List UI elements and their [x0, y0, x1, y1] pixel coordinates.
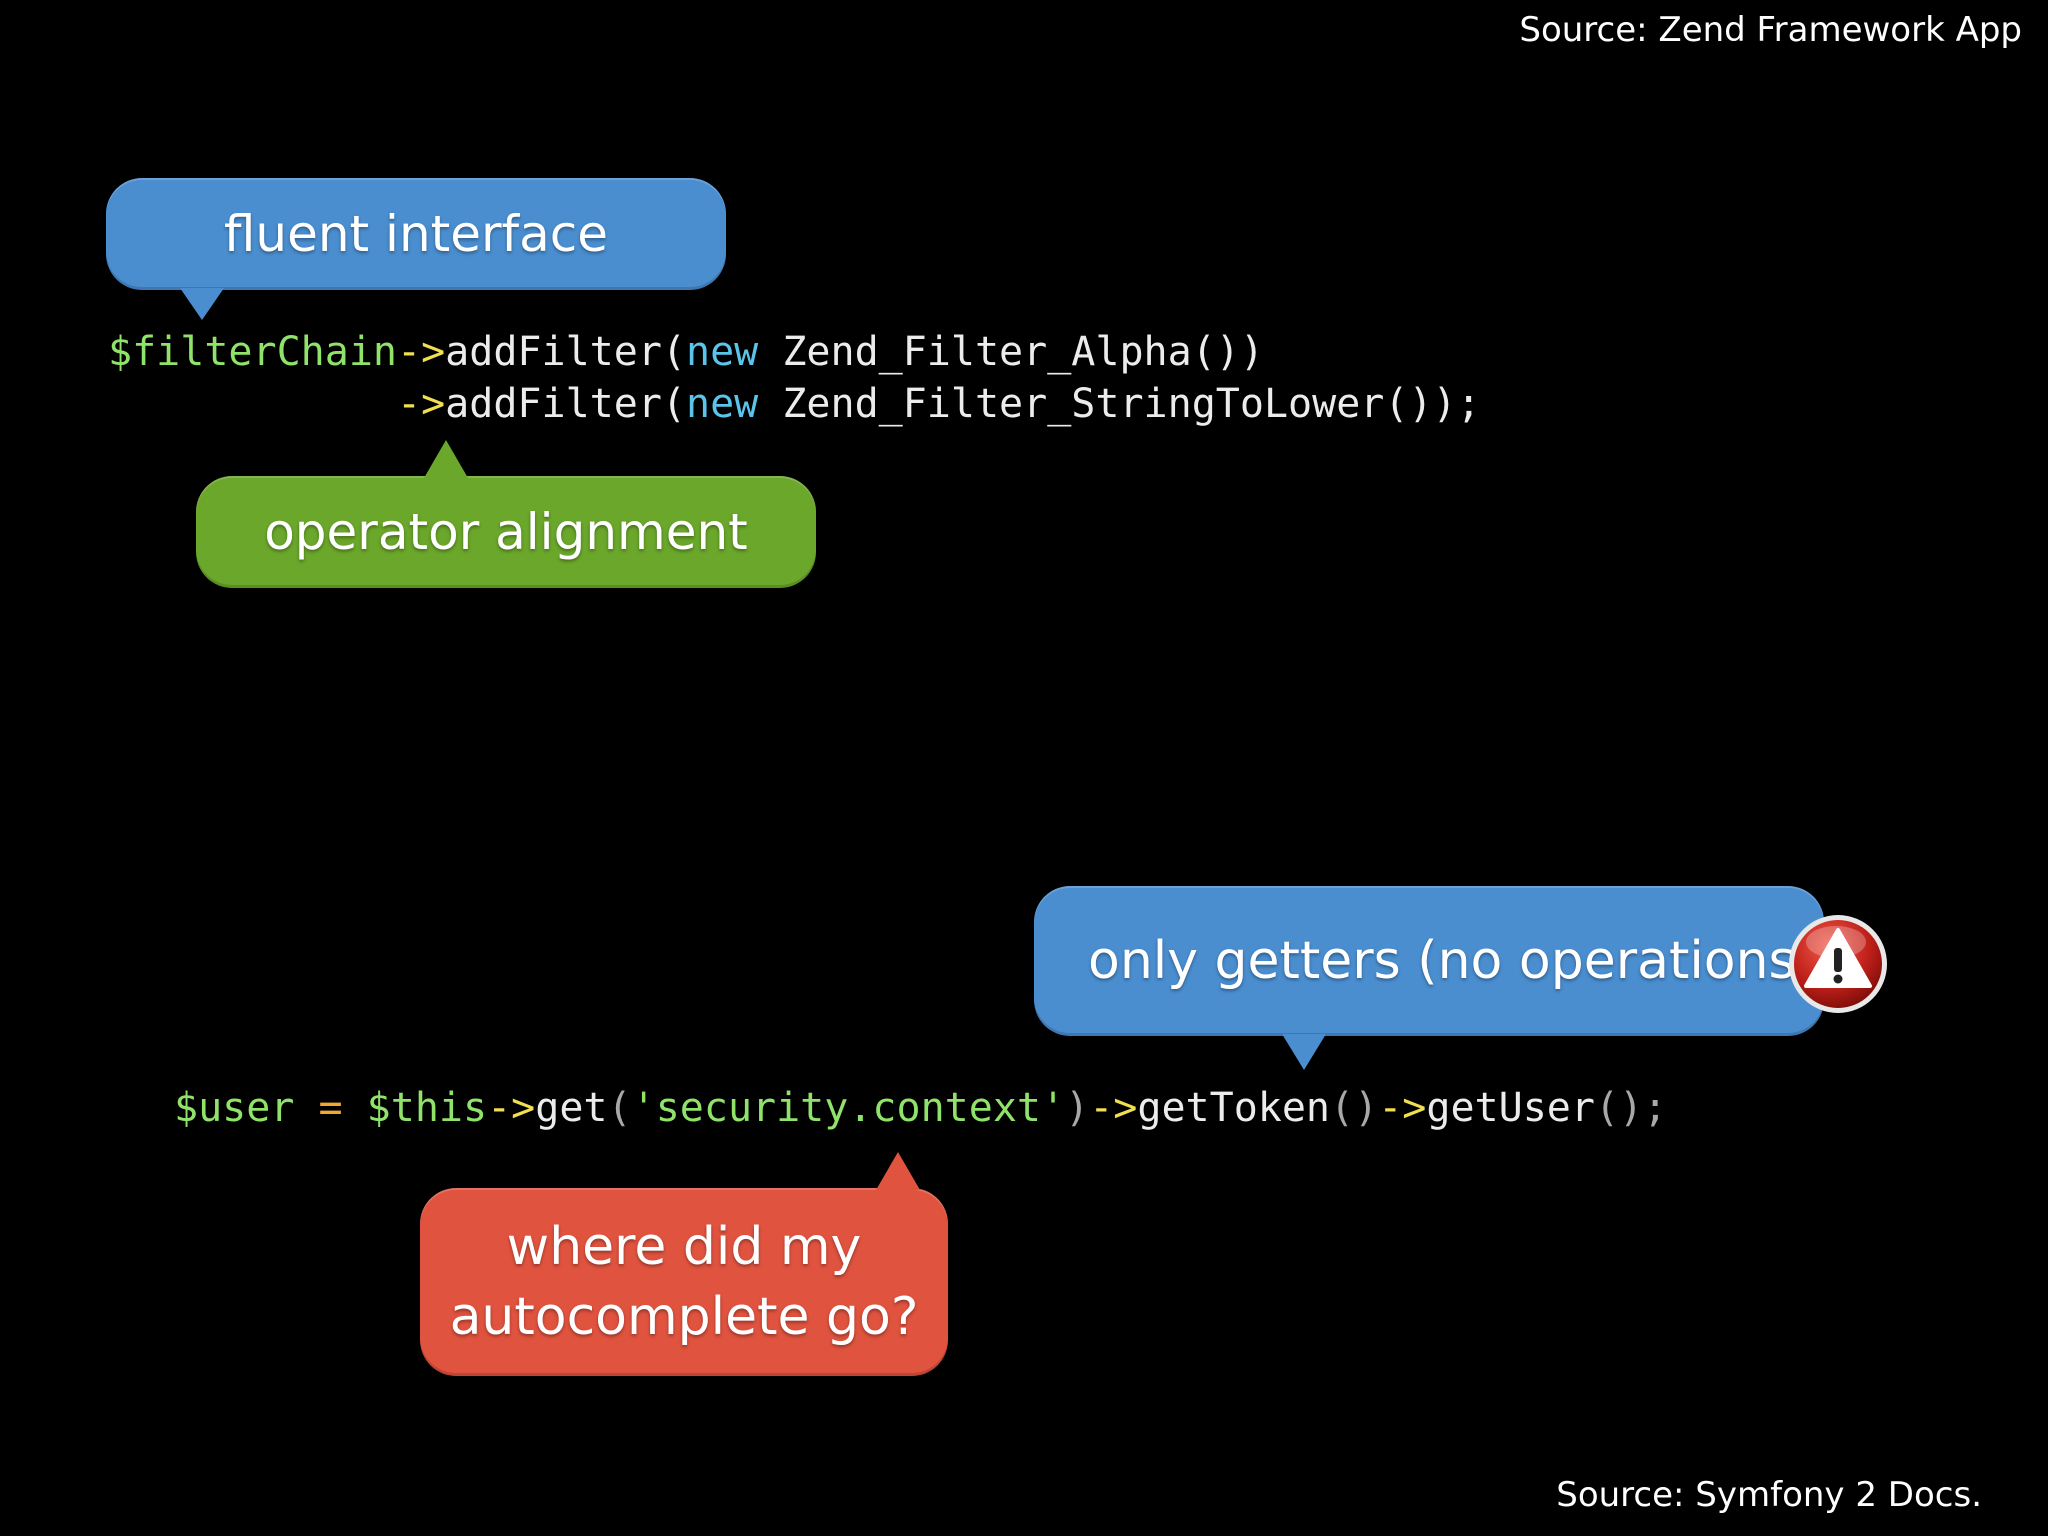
- callout-only-getters-text: only getters (no operations): [1088, 931, 1816, 991]
- code-token-paren: (: [607, 1085, 632, 1131]
- code-token-operator: ->: [487, 1085, 536, 1131]
- source-symfony: Source: Symfony 2 Docs.: [1556, 1475, 1982, 1515]
- code-token-operator: ->: [1378, 1085, 1427, 1131]
- code-token-operator: ->: [1089, 1085, 1138, 1131]
- warning-icon: [1789, 915, 1887, 1013]
- callout-autocomplete: where did my autocomplete go?: [420, 1152, 948, 1376]
- code-token-operator: ->: [396, 329, 446, 375]
- code-indent: [108, 381, 397, 427]
- code-token-paren: ();: [1594, 1085, 1668, 1131]
- code-token-paren: ): [1065, 1085, 1090, 1131]
- code-token-operator: ->: [396, 381, 446, 427]
- code-token-variable: $this: [366, 1085, 488, 1131]
- callout-tail: [424, 440, 468, 478]
- callout-autocomplete-line-1: where did my: [506, 1217, 862, 1277]
- callout-operator-alignment-text: operator alignment: [264, 503, 748, 561]
- code-token-method: addFilter(: [445, 329, 686, 375]
- callout-operator-alignment: operator alignment: [196, 440, 816, 588]
- code-token-keyword: new: [685, 381, 759, 427]
- source-zend: Source: Zend Framework App: [1519, 10, 2022, 50]
- callout-tail: [180, 288, 224, 320]
- code-token-method: getToken: [1137, 1085, 1331, 1131]
- code-token-paren: (): [1330, 1085, 1379, 1131]
- code-token-method: getUser: [1426, 1085, 1595, 1131]
- code-token-variable: $user: [174, 1085, 295, 1131]
- callout-autocomplete-line-2: autocomplete go?: [449, 1287, 919, 1347]
- callout-tail: [876, 1152, 920, 1190]
- code-block-zend: $filterChain->addFilter(new Zend_Filter_…: [108, 326, 1481, 430]
- callout-only-getters: only getters (no operations): [1034, 886, 1824, 1070]
- code-token-method: addFilter(: [445, 381, 686, 427]
- code-line-2: ->addFilter(new Zend_Filter_StringToLowe…: [108, 378, 1481, 430]
- code-token-class: Zend_Filter_StringToLower());: [758, 381, 1481, 427]
- code-token-keyword: new: [685, 329, 759, 375]
- callout-tail: [1282, 1034, 1326, 1070]
- callout-fluent-interface: fluent interface: [106, 178, 726, 320]
- code-line-1: $filterChain->addFilter(new Zend_Filter_…: [108, 326, 1481, 378]
- code-block-symfony: $user = $this->get('security.context')->…: [174, 1082, 1667, 1134]
- code-token-assign: =: [294, 1085, 367, 1131]
- code-token-method: get: [535, 1085, 608, 1131]
- callout-fluent-interface-text: fluent interface: [223, 205, 609, 263]
- code-token-class: Zend_Filter_Alpha()): [758, 329, 1264, 375]
- code-token-variable: $filterChain: [108, 329, 397, 375]
- code-token-string: 'security.context': [631, 1085, 1066, 1131]
